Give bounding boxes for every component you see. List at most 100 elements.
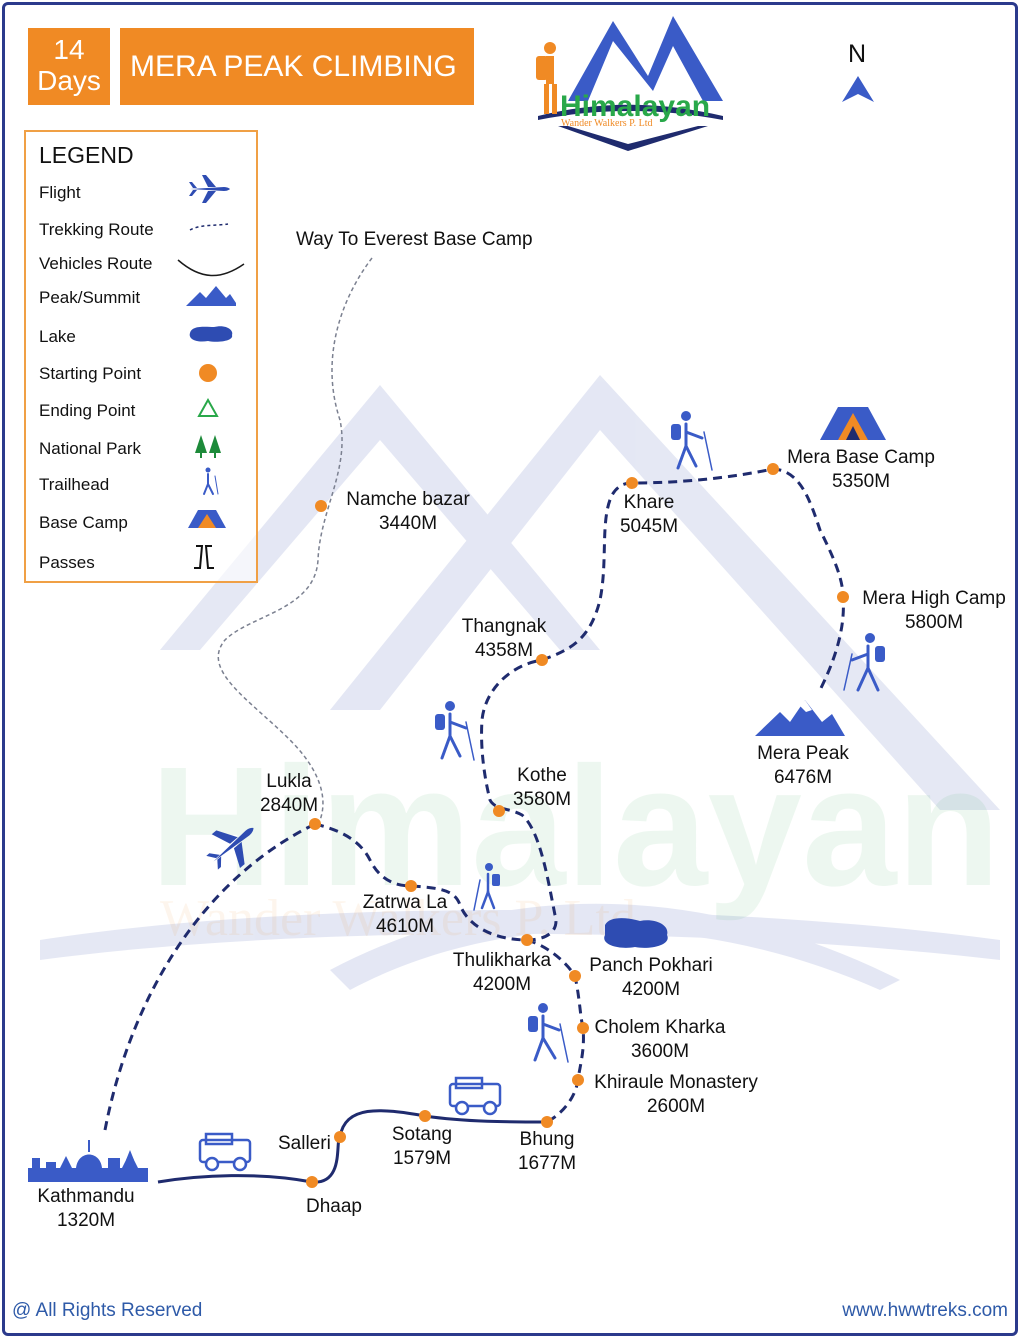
mera-peak-name: Mera Peak <box>757 743 849 764</box>
tent-icon <box>188 510 226 528</box>
bhung-alt: 1677M <box>517 1153 577 1174</box>
days-number: 14 <box>53 34 85 65</box>
dashed-line-icon <box>189 223 229 231</box>
green-triangle-icon <box>197 397 219 417</box>
label-salleri: Salleri <box>278 1133 331 1154</box>
namche-alt: 3440M <box>378 513 438 534</box>
khiraule-alt: 2600M <box>646 1096 706 1117</box>
label-dhaap: Dhaap <box>306 1196 362 1217</box>
point-dhaap <box>306 1176 318 1188</box>
point-sotang <box>419 1110 431 1122</box>
khare-name: Khare <box>623 492 675 513</box>
point-namche <box>315 500 327 512</box>
label-thulikharka: Thulikharka 4200M <box>448 949 556 997</box>
point-cholem <box>577 1022 589 1034</box>
thangnak-name: Thangnak <box>461 616 547 637</box>
legend-label-trailhead: Trailhead <box>39 475 110 494</box>
label-thangnak: Thangnak 4358M <box>456 615 552 663</box>
trek-route-flight-line <box>103 822 316 1131</box>
label-khare: Khare 5045M <box>612 491 686 539</box>
kathmandu-name: Kathmandu <box>37 1186 135 1207</box>
lake-icon <box>189 326 233 342</box>
plane-icon <box>189 175 230 203</box>
mera-base-alt: 5350M <box>831 471 891 492</box>
legend-title: LEGEND <box>39 142 134 168</box>
label-kathmandu: Kathmandu 1320M <box>30 1185 142 1233</box>
north-arrow-icon <box>842 76 874 102</box>
namche-name: Namche bazar <box>346 489 470 510</box>
jeep-icon-2 <box>448 1076 502 1116</box>
days-word: Days <box>37 65 101 96</box>
point-zatrwa <box>405 880 417 892</box>
thulikharka-alt: 4200M <box>472 974 532 995</box>
watermark-subtext: Wander Walkers P. Ltd <box>160 890 636 947</box>
label-kothe: Kothe 3580M <box>506 764 578 812</box>
point-thangnak <box>536 654 548 666</box>
bhung-name: Bhung <box>519 1129 575 1150</box>
label-cholem: Cholem Kharka 3600M <box>590 1016 730 1064</box>
label-namche: Namche bazar 3440M <box>340 488 476 536</box>
khare-alt: 5045M <box>619 516 679 537</box>
compass-label: N <box>848 40 867 68</box>
legend-label-ending: Ending Point <box>39 401 136 420</box>
plane-icon <box>206 827 254 870</box>
legend-label-peak: Peak/Summit <box>39 288 141 307</box>
sotang-name: Sotang <box>391 1124 453 1145</box>
legend-label-vehicles: Vehicles Route <box>39 254 153 273</box>
legend-label-starting: Starting Point <box>39 364 142 383</box>
point-bhung <box>541 1116 553 1128</box>
jeep-icon-1 <box>198 1132 252 1172</box>
logo-tagline: Wander Walkers P. Ltd <box>561 118 653 129</box>
mountain-icon <box>186 286 236 306</box>
label-lukla: Lukla 2840M <box>254 770 324 818</box>
website-link[interactable]: www.hwwtreks.com <box>842 1300 1008 1321</box>
kathmandu-alt: 1320M <box>56 1210 116 1231</box>
background-mountains <box>40 375 1000 990</box>
panch-alt: 4200M <box>621 979 681 1000</box>
point-khiraule <box>572 1074 584 1086</box>
days-badge: 14 Days <box>28 28 110 105</box>
legend-label-flight: Flight <box>39 183 81 202</box>
hiker-icon <box>671 411 713 471</box>
logo-brand: Himalayan <box>560 90 710 123</box>
kathmandu-skyline-icon <box>28 1140 148 1182</box>
legend-label-national-park: National Park <box>39 439 142 458</box>
point-lukla <box>309 818 321 830</box>
kothe-alt: 3580M <box>512 789 572 810</box>
page-title: MERA PEAK CLIMBING <box>120 28 474 105</box>
zatrwa-alt: 4610M <box>375 916 435 937</box>
watermark-text: Himalayan <box>150 732 1000 922</box>
point-thulikharka <box>521 934 533 946</box>
mera-high-alt: 5800M <box>904 612 964 633</box>
everest-trail <box>217 257 373 826</box>
pass-icon <box>194 545 214 569</box>
label-everest: Way To Everest Base Camp <box>296 229 533 250</box>
hiker-icon <box>473 863 500 911</box>
hiker-icon <box>435 701 475 761</box>
cholem-alt: 3600M <box>630 1041 690 1062</box>
label-mera-high: Mera High Camp 5800M <box>855 587 1013 635</box>
kothe-name: Kothe <box>517 765 567 786</box>
trees-icon <box>195 435 221 458</box>
khiraule-name: Khiraule Monastery <box>594 1072 758 1093</box>
point-mera-base <box>767 463 779 475</box>
label-zatrwa: Zatrwa La 4610M <box>356 891 454 939</box>
legend-label-lake: Lake <box>39 327 76 346</box>
legend-label-passes: Passes <box>39 553 95 572</box>
label-mera-base: Mera Base Camp 5350M <box>780 446 942 494</box>
lukla-alt: 2840M <box>259 795 319 816</box>
hiker-icon <box>528 1003 569 1063</box>
cholem-name: Cholem Kharka <box>594 1017 726 1038</box>
label-panch-pokhari: Panch Pokhari 4200M <box>584 954 718 1002</box>
point-mera-high <box>837 591 849 603</box>
legend-label-trekking: Trekking Route <box>39 220 154 239</box>
hiker-icon <box>843 633 885 692</box>
label-khiraule: Khiraule Monastery 2600M <box>588 1071 764 1119</box>
lake-icon <box>604 918 668 948</box>
zatrwa-name: Zatrwa La <box>362 892 448 913</box>
point-panch <box>569 970 581 982</box>
point-khare <box>626 477 638 489</box>
mera-peak-alt: 6476M <box>773 767 833 788</box>
